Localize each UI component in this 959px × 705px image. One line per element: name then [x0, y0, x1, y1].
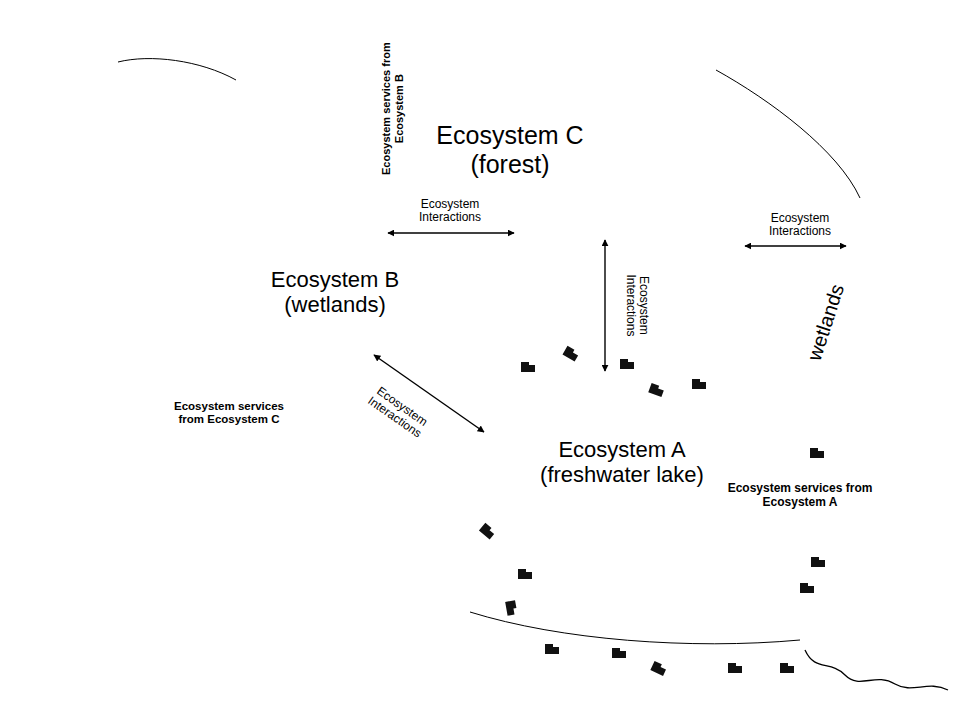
house-icon	[692, 379, 706, 389]
service-arrow-shape	[720, 461, 916, 531]
edge-label-holder: Ecosystem Interactions	[355, 376, 441, 447]
wetland-region-shape	[230, 46, 500, 568]
house-icon	[563, 346, 580, 362]
wetland-region-shape	[725, 198, 878, 440]
node-label: Ecosystem services from Ecosystem C	[162, 400, 296, 426]
node-label: Ecosystem C (forest)	[403, 121, 618, 179]
house-icon	[479, 523, 496, 540]
house-icon	[620, 359, 634, 369]
house-icon	[728, 663, 742, 673]
house-icon	[810, 448, 824, 458]
service-arrow: Ecosystem services from Ecosystem C	[118, 388, 300, 438]
house-icon	[612, 648, 626, 658]
node-label: Ecosystem services from Ecosystem B	[380, 28, 405, 188]
interaction-arrow	[388, 232, 514, 233]
service-arrow: Ecosystem services from Ecosystem B	[358, 0, 428, 192]
house-icon	[648, 383, 665, 397]
node-label: Ecosystem A (freshwater lake)	[535, 437, 710, 488]
house-icon	[521, 362, 535, 372]
interaction-label: Ecosystem Interactions	[624, 262, 651, 348]
house-icon	[545, 644, 559, 654]
node-label: wetlands	[800, 271, 853, 373]
house-icon	[650, 661, 667, 676]
house-icon	[780, 663, 794, 673]
service-arrow-shape	[360, 1, 426, 190]
contour-line	[118, 59, 236, 80]
interaction-arrow	[604, 240, 605, 371]
interaction-label: Ecosystem Interactions	[355, 376, 441, 447]
interaction-arrow	[745, 245, 846, 246]
service-arrow-shape	[120, 390, 298, 436]
contour-line	[716, 70, 860, 198]
interaction-label: Ecosystem Interactions	[757, 212, 843, 239]
house-icon	[505, 600, 517, 616]
edge-label-holder: Ecosystem Interactions	[757, 212, 843, 239]
node-label: Ecosystem services from Ecosystem A	[725, 482, 875, 510]
contour-line	[470, 612, 800, 644]
stream-line	[805, 650, 948, 690]
forest-region-shape	[5, 4, 954, 700]
node-label: Ecosystem B (wetlands)	[245, 267, 425, 318]
service-arrow: Ecosystem services from Ecosystem A	[718, 459, 918, 533]
house-group	[479, 346, 825, 676]
service-arrow-outline	[118, 388, 300, 438]
house-icon	[800, 583, 814, 593]
interaction-label: Ecosystem Interactions	[407, 198, 493, 225]
edge-label-holder: Ecosystem Interactions	[624, 262, 651, 348]
house-icon	[811, 557, 825, 567]
edge-label-holder: Ecosystem Interactions	[407, 198, 493, 225]
house-icon	[518, 569, 532, 579]
